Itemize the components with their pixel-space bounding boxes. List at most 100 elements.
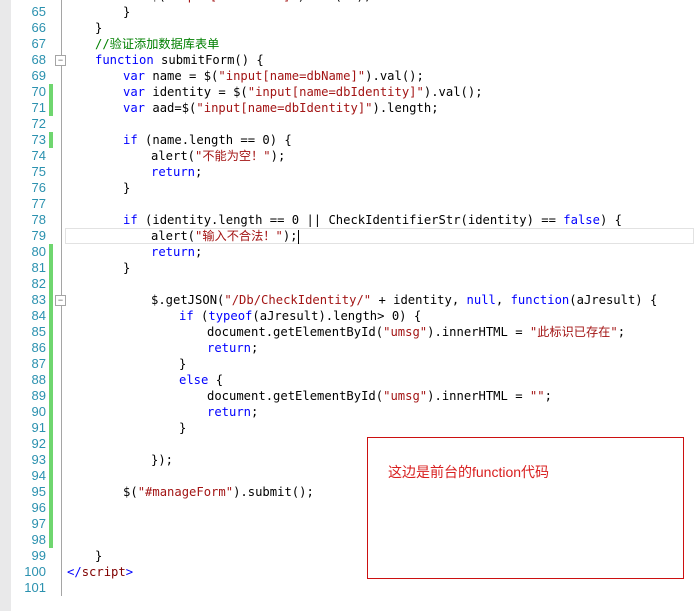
code-text: } [123,260,130,276]
line-number: 69 [31,68,46,83]
code-token: return [151,245,196,259]
line-number: 96 [31,500,46,515]
code-line[interactable]: 93}); [0,452,694,468]
code-line[interactable]: 79 alert("输入不合法！"); [0,228,694,244]
code-line[interactable]: 67//验证添加数据库表单 [0,36,694,52]
code-token: $.getJSON( [151,293,225,307]
code-token: } [95,21,103,35]
code-token: ); [270,149,286,163]
code-token: "input[name=dbId]" [166,0,298,3]
code-token: "input[name=dbIdentity]" [247,85,424,99]
code-line[interactable]: 64$("input[name=dbId]").val(""); [0,0,694,4]
code-line[interactable]: 82 [0,276,694,292]
code-line[interactable]: 87} [0,356,694,372]
code-token: } [123,261,131,275]
code-token: //验证添加数据库表单 [95,37,220,51]
fold-guide [61,68,62,84]
code-text: var aad=$("input[name=dbIdentity]").leng… [123,100,439,116]
line-number: 86 [31,340,46,355]
code-token: ; [195,245,203,259]
code-line[interactable]: 97 [0,516,694,532]
code-line[interactable]: 98 [0,532,694,548]
code-line[interactable]: 95$("#manageForm").submit(); [0,484,694,500]
fold-guide [61,500,62,516]
collapse-icon[interactable]: − [55,55,66,66]
annotation-text: 这边是前台的function代码 [388,464,550,480]
code-line[interactable]: 99} [0,548,694,564]
code-line[interactable]: 81} [0,260,694,276]
code-token: aad=$( [145,101,197,115]
code-line[interactable]: 65} [0,4,694,20]
fold-guide [61,276,62,292]
code-token: alert( [151,229,196,243]
line-number: 98 [31,532,46,547]
code-line[interactable]: 77 [0,196,694,212]
code-text: return; [207,404,258,420]
code-line[interactable]: 94 [0,468,694,484]
code-text: document.getElementById("umsg").innerHTM… [207,388,552,404]
code-line[interactable]: 83−$.getJSON("/Db/CheckIdentity/" + iden… [0,292,694,308]
code-token: alert( [151,149,196,163]
fold-guide [61,308,62,324]
fold-guide [61,404,62,420]
code-token: (aJresult) { [569,293,658,307]
code-token: ; [544,389,552,403]
code-token: typeof [208,309,253,323]
line-number: 75 [31,164,46,179]
code-token: ).innerHTML = [427,325,530,339]
code-text: var identity = $("input[name=dbIdentity]… [123,84,483,100]
code-line[interactable]: 96 [0,500,694,516]
fold-guide [61,84,62,100]
line-number: 88 [31,372,46,387]
code-line[interactable]: 66} [0,20,694,36]
code-token: if [123,213,138,227]
code-line[interactable]: 72 [0,116,694,132]
code-token: > [125,565,134,579]
code-token: ( [193,309,209,323]
code-line[interactable]: 101 [0,580,694,596]
code-text: alert("输入不合法！"); [151,228,299,244]
code-line[interactable]: 68−function submitForm() { [0,52,694,68]
code-line[interactable]: 92 [0,436,694,452]
change-indicator [49,420,53,436]
code-line[interactable]: 100</script> [0,564,694,580]
change-indicator [49,84,53,100]
code-line[interactable]: 76} [0,180,694,196]
code-line[interactable]: 70 var identity = $("input[name=dbIdentit… [0,84,694,100]
code-token: $( [151,0,166,3]
line-number: 95 [31,484,46,499]
line-number: 77 [31,196,46,211]
code-text: var name = $("input[name=dbName]").val()… [123,68,424,84]
line-number: 70 [31,84,46,99]
code-text: if (name.length == 0) { [123,132,292,148]
line-number: 81 [31,260,46,275]
code-line[interactable]: 69 var name = $("input[name=dbName]").val… [0,68,694,84]
code-line[interactable]: 91} [0,420,694,436]
code-text: } [95,548,102,564]
fold-guide [61,100,62,116]
fold-guide [61,244,62,260]
line-number: 79 [31,228,46,243]
code-token: ; [251,341,259,355]
code-token: name = $( [145,69,219,83]
code-token: function [95,53,154,67]
code-token: "umsg" [383,389,428,403]
fold-guide [61,356,62,372]
change-indicator [49,292,53,308]
fold-guide [61,468,62,484]
code-token: ).val(); [423,85,483,99]
collapse-icon[interactable]: − [55,295,66,306]
